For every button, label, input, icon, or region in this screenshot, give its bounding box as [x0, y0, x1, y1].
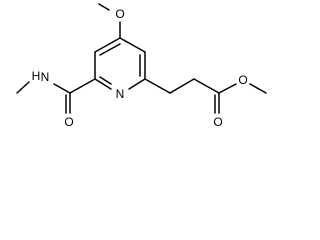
atom-ester-oxygen-single: O — [238, 73, 247, 87]
atom-amide-nitrogen: N — [41, 70, 50, 84]
bond-ring-c6-n — [128, 78, 146, 90]
bond-ring-n-c2-inner — [99, 76, 112, 85]
bond-ring-ch2 — [144, 78, 171, 94]
bond-ring-c4-c5 — [119, 37, 146, 53]
bond-nh-methyl — [16, 81, 30, 94]
bond-ring-c3-c4-inner — [99, 43, 121, 56]
bond-ester-c-o-single — [218, 83, 237, 94]
bond-ester-o-methyl — [249, 83, 267, 94]
atom-ester-oxygen-double: O — [213, 115, 222, 129]
bond-methyl-methoxy — [98, 3, 110, 11]
bond-ring-n-c2 — [94, 78, 112, 90]
bond-ring-c3-c4 — [94, 37, 121, 53]
bond-ch2-ch2 — [169, 78, 195, 94]
atom-ring-nitrogen: N — [116, 87, 125, 101]
structure-drawing: O N H N O O O — [16, 3, 267, 129]
bond-ring-carbonyl — [69, 78, 96, 94]
bond-carbonyl-nh — [53, 83, 71, 94]
molecule-structure: O N H N O O O — [16, 3, 267, 129]
atom-methoxy-oxygen: O — [115, 7, 124, 21]
bond-ch2-ester-c — [193, 78, 220, 94]
atom-amide-hydrogen: H — [32, 69, 41, 83]
atom-amide-oxygen: O — [64, 115, 73, 129]
